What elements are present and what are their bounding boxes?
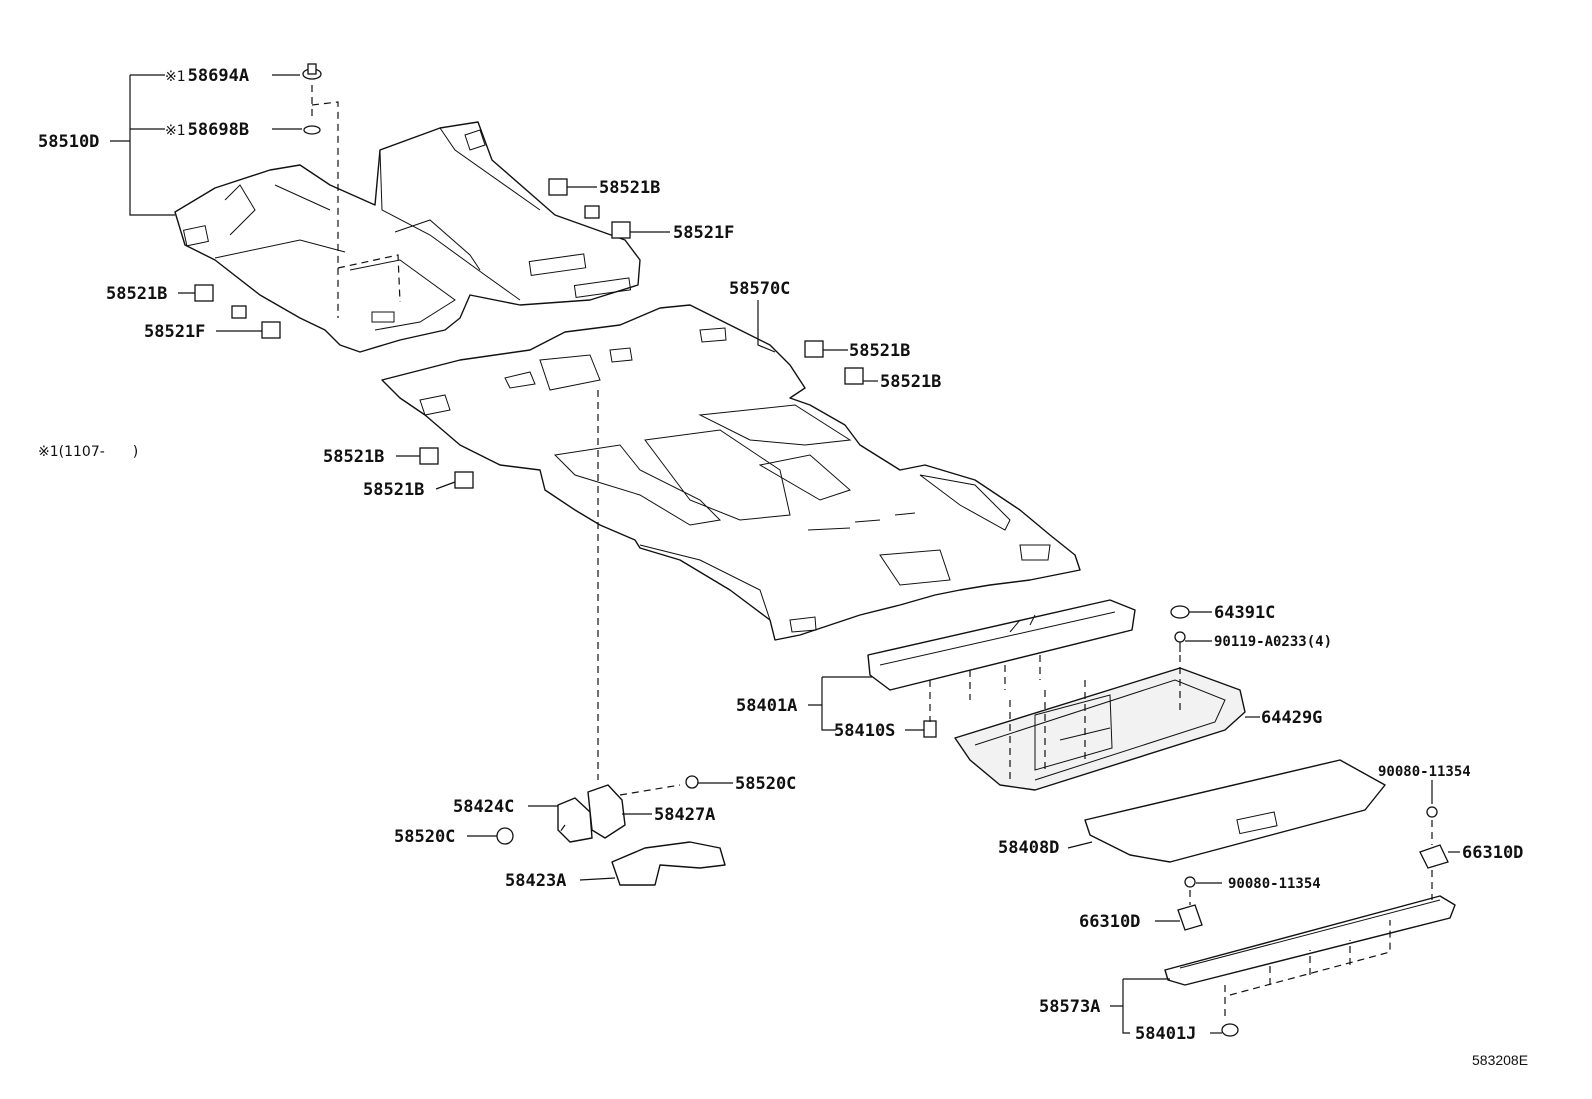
rear-garnish[interactable]: [1164, 895, 1456, 986]
clip-58521b-d[interactable]: [844, 367, 864, 385]
footnote-marker: ※1: [38, 444, 59, 460]
callout-90080-11354-b: 90080-11354: [1228, 876, 1321, 892]
callout-58521b-f: 58521B: [363, 480, 424, 500]
rear-floor-tray[interactable]: [954, 667, 1246, 791]
callout-58408d: 58408D: [998, 838, 1059, 858]
clip-58694a[interactable]: [302, 63, 322, 80]
callout-58520c-b: 58520C: [394, 827, 455, 847]
rear-floor-board[interactable]: [1084, 759, 1386, 863]
clip-58521f-b[interactable]: [231, 305, 281, 339]
bolt-90119[interactable]: [1174, 631, 1186, 652]
callout-58521b-e: 58521B: [323, 447, 384, 467]
callout-58521f-a: 58521F: [673, 223, 734, 243]
callout-66310d-a: 66310D: [1462, 843, 1523, 863]
bolt-90080-a[interactable]: [1426, 806, 1438, 818]
callout-58427a: 58427A: [654, 805, 715, 825]
clip-58521b-a[interactable]: [548, 178, 568, 196]
footnote: ※1(1107- ): [38, 444, 138, 460]
callout-58573a: 58573A: [1039, 997, 1100, 1017]
callout-58510d: 58510D: [38, 132, 99, 152]
callout-58521b-b: 58521B: [106, 284, 167, 304]
assembly-lines: [311, 85, 1433, 1020]
callout-58521b-a: 58521B: [599, 178, 660, 198]
clip-58410s[interactable]: [923, 720, 937, 738]
rear-step-cover[interactable]: [867, 599, 1136, 691]
center-floor-carpet[interactable]: [381, 304, 1081, 641]
callout-64429g: 64429G: [1261, 708, 1322, 728]
footnote-text: (1107- ): [59, 444, 139, 460]
callout-58424c: 58424C: [453, 797, 514, 817]
leader-lines: [110, 74, 1460, 1034]
callout-58570c: 58570C: [729, 279, 790, 299]
callout-90119-a0233: 90119-A0233(4): [1214, 634, 1332, 650]
svg-text:※1(1107- ): ※1(1107- ): [38, 444, 138, 460]
callout-90080-11354-a: 90080-11354: [1378, 764, 1471, 780]
callout-58401j: 58401J: [1135, 1024, 1196, 1044]
callout-64391c: 64391C: [1214, 603, 1275, 623]
cap-64391c[interactable]: [1170, 605, 1190, 619]
callout-58410s: 58410S: [834, 721, 895, 741]
console-cover-58423a[interactable]: [611, 841, 726, 886]
callout-58520c-a: 58520C: [735, 774, 796, 794]
screw-58520c-a[interactable]: [685, 775, 699, 789]
front-floor-carpet[interactable]: [174, 121, 641, 353]
clip-58401j[interactable]: [1221, 1023, 1239, 1037]
callout-58521f-b: 58521F: [144, 322, 205, 342]
clip-58521f-a[interactable]: [584, 205, 631, 239]
callout-66310d-b: 66310D: [1079, 912, 1140, 932]
callout-58423a: 58423A: [505, 871, 566, 891]
bolt-90080-b[interactable]: [1184, 876, 1196, 888]
callout-58521b-c: 58521B: [849, 341, 910, 361]
clip-58521b-b[interactable]: [194, 284, 214, 302]
clip-58698b[interactable]: [303, 125, 321, 135]
console-bracket-58424c[interactable]: [557, 797, 593, 843]
callout-58401a: 58401A: [736, 696, 797, 716]
callout-58521b-d: 58521B: [880, 372, 941, 392]
bracket-66310d-b[interactable]: [1177, 904, 1203, 931]
clip-58521b-f[interactable]: [454, 471, 474, 489]
bracket-66310d-a[interactable]: [1419, 844, 1449, 869]
console-bracket-58427a[interactable]: [587, 784, 626, 839]
diagram-code: 583208E: [1472, 1052, 1528, 1068]
clip-58521b-e[interactable]: [419, 447, 439, 465]
screw-58520c-b[interactable]: [496, 827, 514, 845]
clip-58521b-c[interactable]: [804, 340, 824, 358]
